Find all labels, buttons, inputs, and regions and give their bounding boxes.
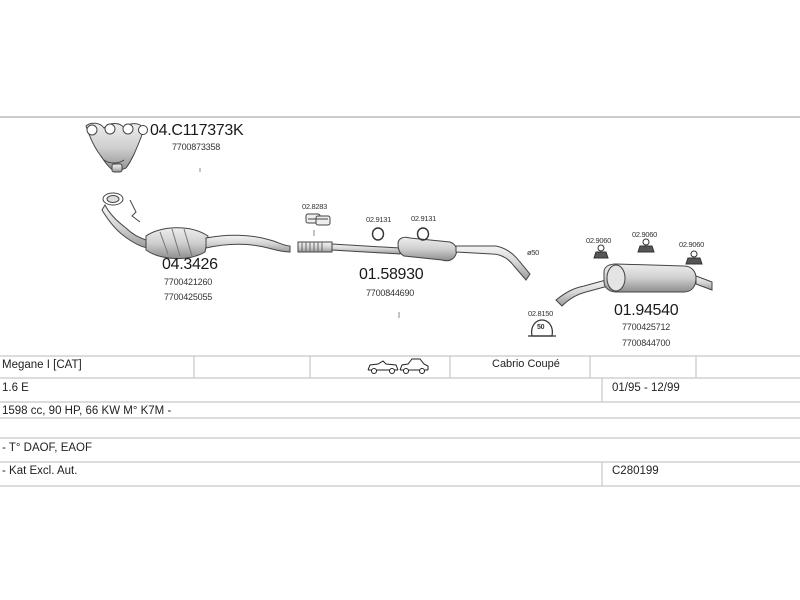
rear-silencer-assembly [555, 263, 713, 307]
clamp-bottom-size: 50 [537, 324, 545, 331]
note-1-cell: - T° DAOF, EAOF [2, 442, 93, 454]
mid-silencer-assembly [297, 236, 531, 281]
hanger-b-code: 02.9131 [411, 214, 437, 223]
convertible-car-icon [367, 360, 399, 374]
clamp-02-8283 [305, 213, 331, 226]
code-cell: C280199 [612, 465, 659, 477]
clamp-bottom-code: 02.8150 [528, 309, 554, 318]
rear-silencer-part-number: 01.94540 [614, 302, 679, 319]
catalyst-part-number: 04.3426 [162, 256, 218, 273]
spec-table-grid [0, 355, 800, 487]
model-cell: Megane I [CAT] [2, 359, 82, 371]
note-2-cell: - Kat Excl. Aut. [2, 465, 78, 477]
hanger-a-code: 02.9131 [366, 215, 392, 224]
catalyst-oem-ref-1: 7700421260 [164, 277, 213, 287]
pipe-diameter-label: ø50 [527, 248, 540, 257]
catalyst-assembly [101, 192, 291, 260]
years-cell: 01/95 - 12/99 [612, 382, 680, 394]
rear-hanger-1-code: 02.9060 [586, 236, 612, 245]
hanger-a-icon [371, 227, 385, 241]
rear-silencer-oem-ref-1: 7700425712 [622, 322, 671, 332]
clamp-top-code: 02.8283 [302, 202, 328, 211]
manifold-part-number: 04.C117373K [150, 122, 244, 139]
mid-silencer-part-number: 01.58930 [359, 266, 424, 283]
exhaust-manifold [85, 122, 148, 173]
catalyst-oem-ref-2: 7700425055 [164, 292, 213, 302]
rear-hanger-3-code: 02.9060 [679, 240, 705, 249]
clamp-02-8150-icon [528, 319, 556, 337]
coupe-car-icon [399, 358, 429, 374]
rear-hanger-3-icon [685, 250, 703, 265]
rear-hanger-1-icon [593, 244, 609, 259]
engine-cell: 1.6 E [2, 382, 29, 394]
rear-hanger-2-code: 02.9060 [632, 230, 658, 239]
mid-silencer-oem-ref: 7700844690 [366, 288, 415, 298]
body-type-cell: Cabrio Coupé [492, 358, 560, 370]
rear-silencer-oem-ref-2: 7700844700 [622, 338, 671, 348]
manifold-oem-ref: 7700873358 [172, 142, 221, 152]
hanger-b-icon [416, 227, 430, 241]
rear-hanger-2-icon [637, 238, 655, 253]
specs-cell: 1598 cc, 90 HP, 66 KW M° K7M - [2, 405, 172, 417]
